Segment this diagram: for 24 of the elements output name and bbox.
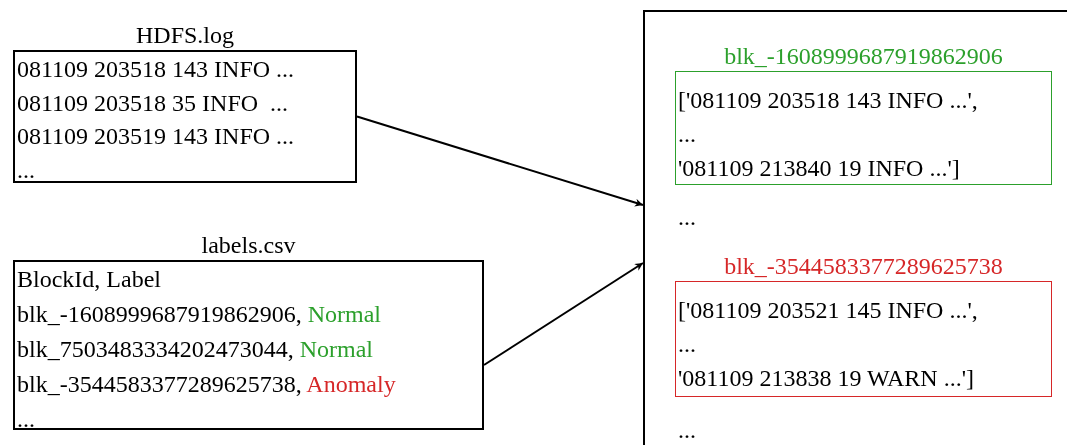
block-id: blk_-3544583377289625738 <box>723 252 1004 281</box>
file-line: 081109 203518 35 INFO ... <box>17 88 289 118</box>
file-line: blk_-1608999687919862906, Normal <box>17 300 381 329</box>
block-id: blk_-1608999687919862906 <box>723 42 1004 71</box>
arrow <box>356 115 644 207</box>
file-line: blk_7503483334202473044, Normal <box>17 335 373 364</box>
file-name: HDFS.log <box>135 21 235 50</box>
log-line: ['081109 203521 145 INFO ...', <box>678 296 978 325</box>
arrow <box>483 262 644 366</box>
ellipsis: ... <box>678 203 696 232</box>
log-line: ... <box>678 120 696 149</box>
file-line: 081109 203519 143 INFO ... <box>17 122 295 151</box>
file-line: blk_-3544583377289625738, Anomaly <box>17 370 396 399</box>
file-line: 081109 203518 143 INFO ... <box>17 55 295 84</box>
log-line: '081109 213838 19 WARN ...'] <box>678 364 974 393</box>
output-panel <box>643 10 1067 445</box>
file-line: ... <box>17 155 35 185</box>
log-line: ... <box>678 330 696 359</box>
log-line: ['081109 203518 143 INFO ...', <box>678 86 978 115</box>
file-line: ... <box>17 405 35 434</box>
file-name: labels.csv <box>200 231 297 260</box>
log-line: '081109 213840 19 INFO ...'] <box>678 154 960 183</box>
ellipsis: ... <box>678 416 696 445</box>
file-line: BlockId, Label <box>17 265 161 294</box>
